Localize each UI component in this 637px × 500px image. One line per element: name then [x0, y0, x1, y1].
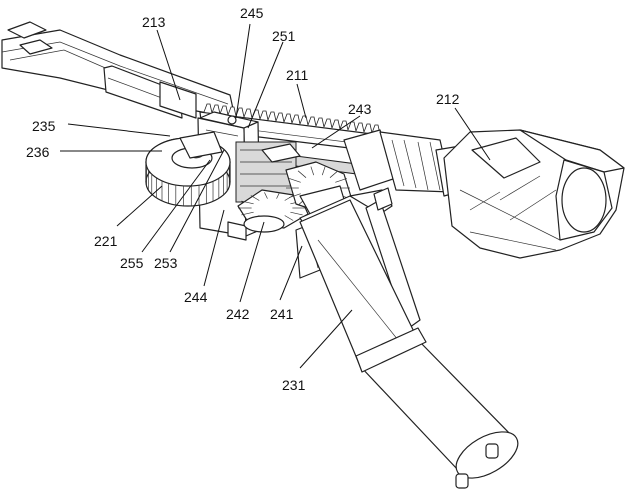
rack-tooth [267, 111, 277, 122]
label-235: 235 [32, 118, 56, 134]
rack-tooth [275, 112, 285, 123]
rack-tooth [355, 122, 365, 133]
bevel-tooth [335, 178, 347, 183]
rack-tooth [219, 105, 229, 116]
bevel-tooth [264, 192, 268, 199]
rack-tooth [299, 115, 309, 126]
bevel-tooth [290, 211, 303, 216]
label-243: 243 [348, 101, 372, 117]
bevel-tooth [329, 170, 339, 178]
label-242: 242 [226, 306, 250, 322]
bevel-tooth [289, 193, 301, 198]
label-251: 251 [272, 28, 296, 44]
rack-tooth [227, 106, 237, 117]
spur-gear [145, 131, 231, 207]
label-245: 245 [240, 5, 264, 21]
bevel-tooth [310, 166, 315, 176]
bevel-tooth [241, 200, 254, 205]
bevel-tooth [321, 166, 326, 176]
rack-tooth [203, 103, 213, 114]
rack-tooth [363, 123, 373, 134]
bevel-tooth [250, 195, 260, 201]
label-236: 236 [26, 144, 50, 160]
knob-handle [443, 129, 625, 259]
rack-tooth [283, 113, 293, 124]
label-221: 221 [94, 233, 118, 249]
label-241: 241 [270, 306, 294, 322]
label-212: 212 [436, 91, 460, 107]
rack-tooth [291, 114, 301, 125]
label-255: 255 [120, 255, 144, 271]
label-213: 213 [142, 14, 166, 30]
bevel-tooth [284, 215, 294, 221]
label-244: 244 [184, 289, 208, 305]
rack-tooth [347, 121, 357, 132]
leader-lines [60, 23, 491, 369]
bevel-tooth [289, 178, 301, 183]
rack-tooth [235, 107, 245, 118]
motor-housing [295, 187, 519, 489]
rack-tooth [259, 110, 269, 121]
bevel-tooth [241, 211, 254, 216]
bevel-gear-small [237, 189, 309, 233]
bevel-tooth [276, 192, 280, 199]
rack-tooth [243, 108, 253, 119]
rack-tooth [307, 116, 317, 127]
bevel-tooth [297, 170, 307, 178]
rack-tooth [315, 117, 325, 128]
callout-labels: 213 245 251 211 212 243 235 236 221 255 … [26, 5, 460, 393]
label-211: 211 [286, 67, 309, 83]
rack-tooth [323, 118, 333, 129]
label-231: 231 [282, 377, 306, 393]
rack-tooth [331, 119, 341, 130]
label-253: 253 [154, 255, 178, 271]
arm-rail [1, 21, 236, 119]
